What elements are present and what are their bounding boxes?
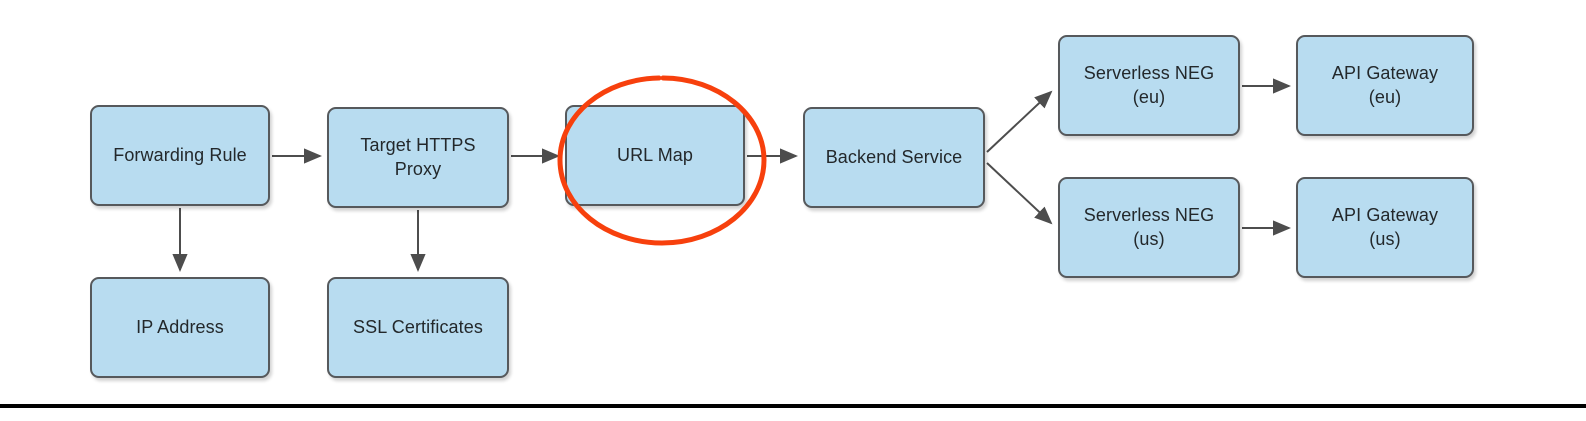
node-forwarding-rule[interactable]: Forwarding Rule (90, 105, 270, 206)
node-target-https-proxy[interactable]: Target HTTPS Proxy (327, 107, 509, 208)
node-label: Serverless NEG (eu) (1083, 62, 1215, 107)
node-label: Backend Service (825, 146, 963, 167)
node-label: URL Map (616, 144, 694, 165)
node-url-map[interactable]: URL Map (565, 105, 745, 206)
node-serverless-neg-us[interactable]: Serverless NEG (us) (1058, 177, 1240, 278)
node-ssl-certificates[interactable]: SSL Certificates (327, 277, 509, 378)
node-label: Forwarding Rule (113, 144, 247, 165)
node-api-gateway-eu[interactable]: API Gateway (eu) (1296, 35, 1474, 136)
node-label: Serverless NEG (us) (1083, 204, 1215, 249)
node-ip-address[interactable]: IP Address (90, 277, 270, 378)
node-serverless-neg-eu[interactable]: Serverless NEG (eu) (1058, 35, 1240, 136)
node-label: IP Address (136, 316, 224, 337)
edge-backend-to-neg-eu (986, 90, 1053, 153)
node-api-gateway-us[interactable]: API Gateway (us) (1296, 177, 1474, 278)
node-label: API Gateway (eu) (1331, 62, 1439, 107)
node-backend-service[interactable]: Backend Service (803, 107, 985, 208)
footer-divider (0, 404, 1586, 408)
edge-backend-to-neg-us (986, 162, 1053, 225)
node-label: Target HTTPS Proxy (360, 134, 476, 179)
node-label: API Gateway (us) (1331, 204, 1439, 249)
node-label: SSL Certificates (353, 316, 483, 337)
